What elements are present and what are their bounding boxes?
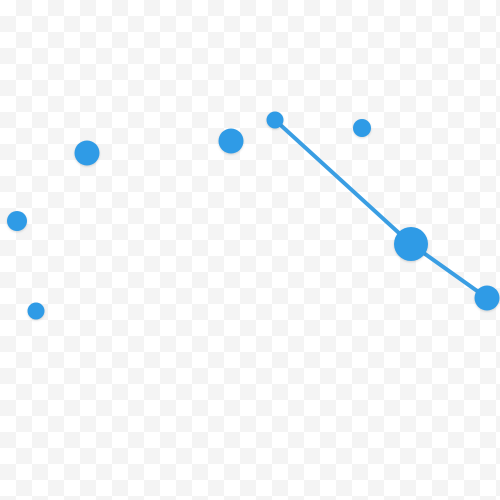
node-3[interactable]	[27, 302, 45, 320]
node-7[interactable]	[394, 227, 428, 261]
node-6[interactable]	[353, 119, 371, 137]
node-2[interactable]	[7, 211, 27, 231]
nodes-layer	[7, 111, 500, 320]
node-1[interactable]	[74, 140, 100, 166]
links-layer	[273, 118, 489, 300]
link-node-5-node-7	[273, 118, 413, 246]
node-4[interactable]	[218, 128, 244, 154]
node-5[interactable]	[266, 111, 284, 129]
node-8[interactable]	[474, 285, 500, 311]
